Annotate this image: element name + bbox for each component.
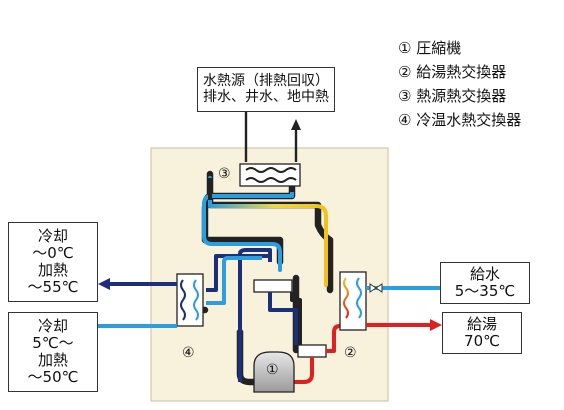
compressor — [253, 351, 295, 393]
left-top-line3: 加熱 — [37, 261, 68, 279]
hot-water-outlet-arrow — [430, 319, 442, 331]
chilled-hot-water-hx-number: ④ — [182, 345, 195, 361]
legend: ① 圧縮機 ② 給湯熱交換器 ③ 熱源熱交換器 ④ 冷温水熱交換器 — [398, 36, 521, 132]
water-in-line2: 5～35℃ — [454, 282, 516, 300]
supply-valve — [369, 283, 383, 293]
left-bottom-line1: 冷却 — [37, 317, 68, 336]
heat-source-pipes — [244, 112, 298, 162]
water-supply-box: 給水 5～35℃ — [440, 262, 530, 304]
heat-source-line1: 水熱源（排熱回収） — [203, 72, 329, 89]
left-top-line1: 冷却 — [37, 227, 68, 246]
heat-source-hx-number: ③ — [218, 166, 231, 182]
left-bottom-line3: 加熱 — [37, 351, 68, 369]
left-bottom-line2: 5℃～ — [32, 334, 74, 353]
chilled-hot-water-inlet-box: 冷却 5℃～ 加熱 ～50℃ — [8, 312, 98, 392]
expansion-valve — [253, 279, 293, 293]
receiver — [297, 344, 327, 358]
heat-source-out-arrow — [291, 119, 301, 130]
water-in-line1: 給水 — [469, 265, 500, 284]
legend-item-chilled-hot-water-hx: ④ 冷温水熱交換器 — [398, 111, 522, 129]
left-top-line2: ～0℃ — [32, 244, 74, 263]
legend-item-hot-water-hx: ② 給湯熱交換器 — [398, 63, 507, 81]
chilled-hot-water-outlet-box: 冷却 ～0℃ 加熱 ～55℃ — [8, 222, 98, 302]
hot-water-supply-box: 給湯 70℃ — [442, 312, 522, 354]
legend-item-heat-source-hx: ③ 熱源熱交換器 — [398, 87, 507, 105]
chilled-hot-water-hx-coils — [180, 279, 199, 321]
left-outlet-arrow — [98, 278, 110, 290]
top-loop-pipes — [202, 176, 328, 287]
left-water-lines — [98, 282, 177, 328]
heat-source-box: 水熱源（排熱回収） 排水、井水、地中熱 — [197, 67, 335, 112]
hx4-internal-pipes — [206, 256, 262, 305]
compressor-number: ① — [266, 362, 279, 378]
left-top-line4: ～55℃ — [27, 277, 79, 296]
heat-source-hx-coils — [245, 167, 297, 183]
hot-water-line2: 70℃ — [464, 332, 500, 350]
hot-water-hx-number: ② — [344, 345, 357, 361]
hot-water-hx-coils — [343, 277, 362, 319]
heat-source-line2: 排水、井水、地中熱 — [203, 88, 329, 105]
hot-water-line1: 給湯 — [466, 315, 497, 334]
left-bottom-line4: ～50℃ — [27, 367, 79, 386]
legend-item-compressor: ① 圧縮機 — [398, 39, 462, 57]
